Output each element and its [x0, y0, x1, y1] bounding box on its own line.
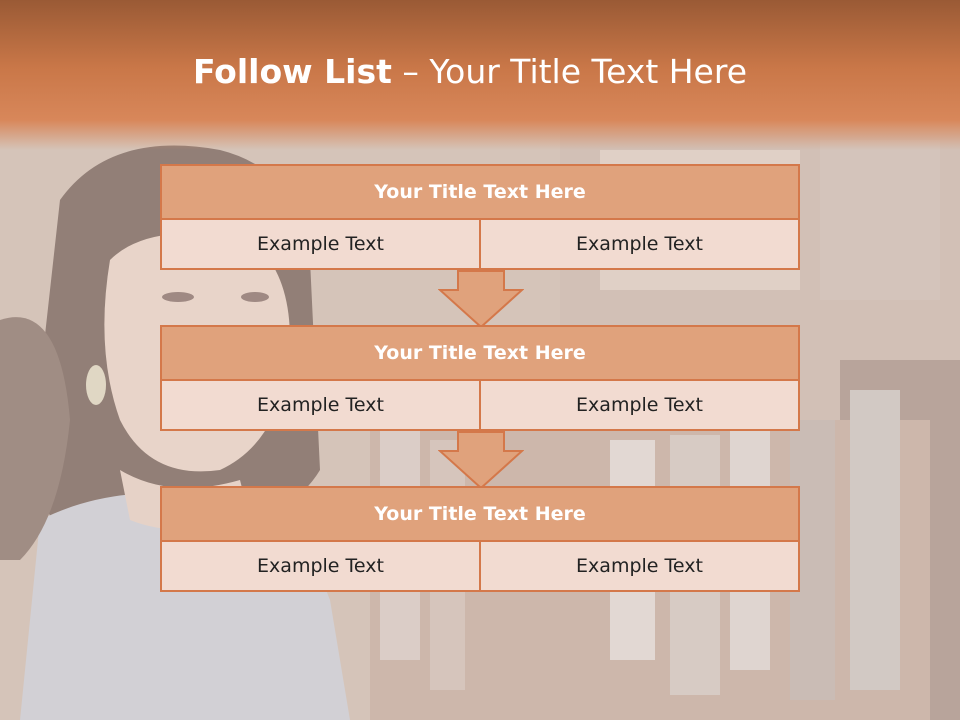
follow-block-3: Your Title Text Here Example Text Exampl…: [160, 486, 800, 592]
slide-title: Follow List – Your Title Text Here: [0, 52, 940, 91]
block-cell-right: Example Text: [481, 542, 800, 592]
block-row: Example Text Example Text: [160, 381, 800, 431]
block-title: Your Title Text Here: [160, 325, 800, 381]
block-cell-right: Example Text: [481, 381, 800, 431]
follow-block-1: Your Title Text Here Example Text Exampl…: [160, 164, 800, 270]
block-cell-right: Example Text: [481, 220, 800, 270]
block-cell-left: Example Text: [160, 542, 481, 592]
block-title: Your Title Text Here: [160, 486, 800, 542]
block-title: Your Title Text Here: [160, 164, 800, 220]
block-cell-left: Example Text: [160, 220, 481, 270]
down-arrow-icon: [438, 431, 524, 489]
title-band: [0, 0, 960, 150]
block-cell-left: Example Text: [160, 381, 481, 431]
slide-title-rest: – Your Title Text Here: [402, 52, 748, 91]
follow-block-2: Your Title Text Here Example Text Exampl…: [160, 325, 800, 431]
slide-title-bold: Follow List: [192, 52, 392, 91]
down-arrow-icon: [438, 270, 524, 328]
block-row: Example Text Example Text: [160, 542, 800, 592]
block-row: Example Text Example Text: [160, 220, 800, 270]
